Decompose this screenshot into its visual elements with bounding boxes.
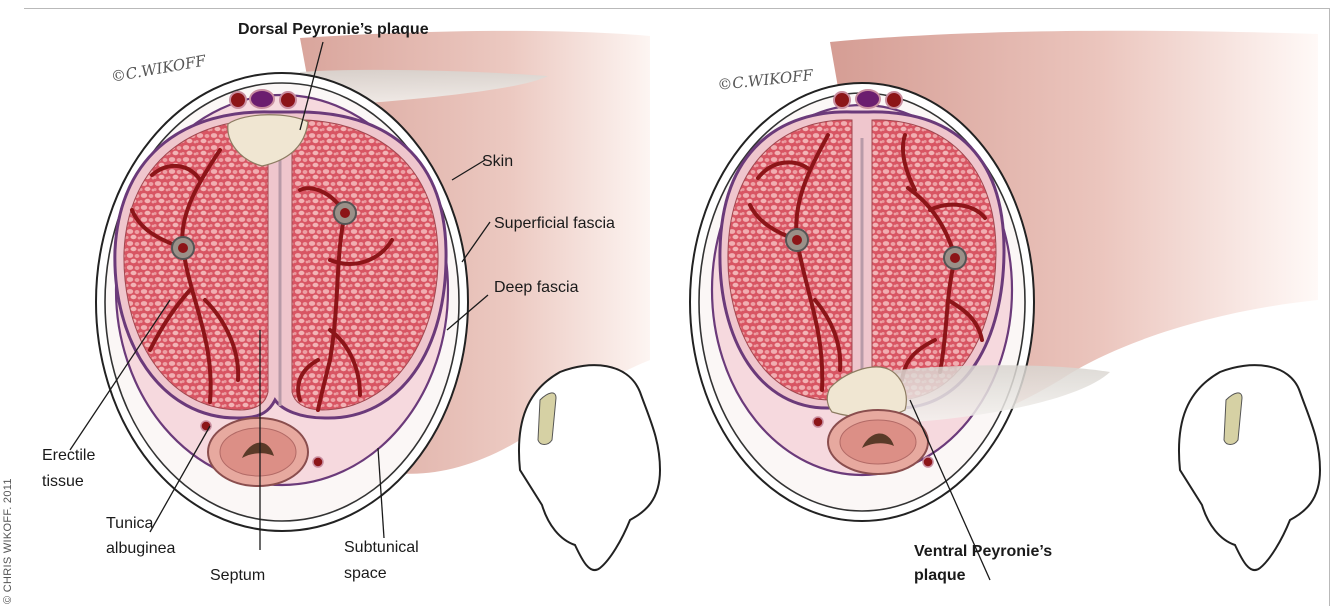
right-inset-profile	[1179, 365, 1320, 570]
right-small-vessel-2	[923, 457, 933, 467]
right-dorsal-artery-2	[886, 92, 902, 108]
label-erectile-tissue-line1: Erectile	[42, 447, 95, 464]
label-superficial-fascia: Superficial fascia	[494, 215, 615, 232]
label-dorsal-plaque: Dorsal Peyronie’s plaque	[238, 21, 429, 38]
label-tunica-line2: albuginea	[106, 540, 176, 557]
label-deep-fascia: Deep fascia	[494, 279, 579, 296]
left-inset-profile	[519, 365, 660, 570]
label-skin: Skin	[482, 153, 513, 170]
label-subtunical-line2: space	[344, 565, 387, 582]
left-cross-section	[96, 31, 660, 570]
right-dorsal-artery-1	[834, 92, 850, 108]
label-ventral-plaque-line1: Ventral Peyronie’s	[914, 543, 1052, 560]
left-small-vessel-2	[313, 457, 323, 467]
label-tunica-line1: Tunica	[106, 515, 154, 532]
label-erectile-tissue-line2: tissue	[42, 473, 84, 490]
left-dorsal-artery-1	[230, 92, 246, 108]
right-cross-section	[690, 31, 1320, 570]
left-dorsal-artery-2	[280, 92, 296, 108]
label-septum: Septum	[210, 567, 265, 584]
left-signature: ©C.WIKOFF	[110, 51, 208, 85]
label-subtunical-line1: Subtunical	[344, 539, 419, 556]
label-ventral-plaque-line2: plaque	[914, 567, 966, 584]
right-signature: ©C.WIKOFF	[717, 66, 815, 94]
right-dorsal-vein	[856, 90, 880, 108]
right-small-vessel-1	[813, 417, 823, 427]
left-dorsal-vein	[250, 90, 274, 108]
